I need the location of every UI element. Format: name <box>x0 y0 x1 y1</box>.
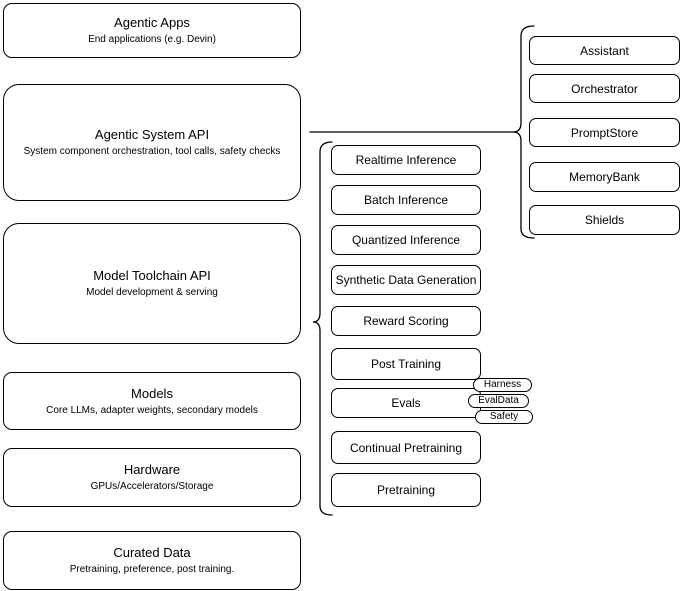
node-subtitle: End applications (e.g. Devin) <box>88 34 216 45</box>
node-label: Pretraining <box>376 483 436 497</box>
node-label: PromptStore <box>570 125 639 140</box>
node-pretraining: Pretraining <box>331 473 481 507</box>
node-shields: Shields <box>529 205 680 235</box>
node-evals: Evals <box>331 388 481 418</box>
node-title: Agentic System API <box>94 127 210 142</box>
node-reward-scoring: Reward Scoring <box>331 306 481 336</box>
pill-evaldata: EvalData <box>468 394 529 408</box>
node-assistant: Assistant <box>529 36 680 65</box>
node-post-training: Post Training <box>331 348 481 380</box>
node-batch-inference: Batch Inference <box>331 185 481 215</box>
pill-label: EvalData <box>478 395 519 406</box>
node-realtime-inference: Realtime Inference <box>331 145 481 175</box>
node-subtitle: System component orchestration, tool cal… <box>23 146 281 157</box>
pill-label: Safety <box>489 411 519 422</box>
node-subtitle: Pretraining, preference, post training. <box>69 564 235 575</box>
node-quantized-inference: Quantized Inference <box>331 225 481 255</box>
node-label: Evals <box>391 396 421 410</box>
node-title: Model Toolchain API <box>93 268 211 283</box>
node-label: Quantized Inference <box>351 233 461 247</box>
node-subtitle: Core LLMs, adapter weights, secondary mo… <box>46 404 258 416</box>
node-label: MemoryBank <box>569 170 640 184</box>
node-label: Orchestrator <box>571 81 638 96</box>
node-label: Shields <box>584 213 625 227</box>
node-label: Batch Inference <box>363 193 449 207</box>
node-label: Continual Pretraining <box>349 440 463 455</box>
node-title: Curated Data <box>113 545 191 560</box>
node-curated-data: Curated Data Pretraining, preference, po… <box>3 531 301 590</box>
pill-safety: Safety <box>475 410 533 424</box>
node-agentic-system-api: Agentic System API System component orch… <box>3 84 301 201</box>
node-label: Reward Scoring <box>363 314 449 328</box>
node-label: Post Training <box>370 357 442 371</box>
pill-harness: Harness <box>473 378 532 392</box>
toolchain-group-brace <box>312 141 333 516</box>
node-title: Models <box>131 385 173 401</box>
node-label: Synthetic Data Generation <box>335 273 477 287</box>
node-model-toolchain-api: Model Toolchain API Model development & … <box>3 223 301 344</box>
node-hardware: Hardware GPUs/Accelerators/Storage <box>3 448 301 507</box>
node-subtitle: GPUs/Accelerators/Storage <box>90 481 214 492</box>
node-title: Hardware <box>123 462 181 477</box>
node-models: Models Core LLMs, adapter weights, secon… <box>3 372 301 430</box>
node-subtitle: Model development & serving <box>86 287 218 298</box>
node-title: Agentic Apps <box>114 15 190 30</box>
node-promptstore: PromptStore <box>529 118 680 147</box>
pill-label: Harness <box>483 379 522 390</box>
node-synthetic-data-generation: Synthetic Data Generation <box>331 265 481 295</box>
node-memorybank: MemoryBank <box>529 162 680 192</box>
node-label: Assistant <box>580 43 629 58</box>
node-agentic-apps: Agentic Apps End applications (e.g. Devi… <box>3 3 301 58</box>
node-orchestrator: Orchestrator <box>529 74 680 103</box>
node-continual-pretraining: Continual Pretraining <box>331 431 481 464</box>
node-label: Realtime Inference <box>355 153 457 167</box>
